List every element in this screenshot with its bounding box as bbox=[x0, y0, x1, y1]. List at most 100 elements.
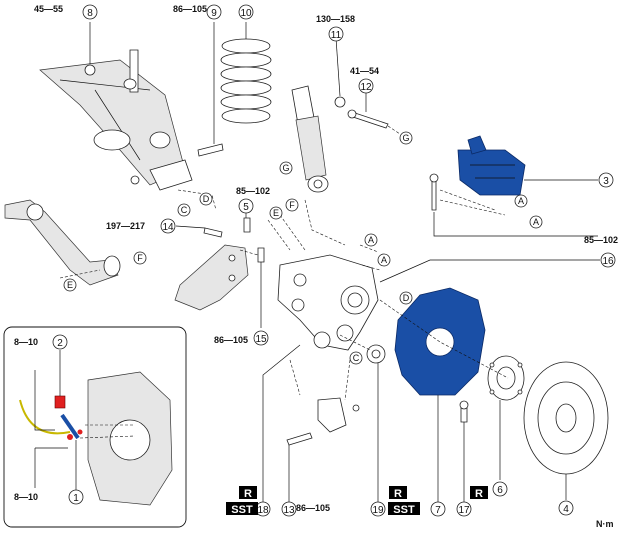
svg-text:7: 7 bbox=[435, 505, 441, 516]
callout-13: 13 bbox=[281, 501, 297, 517]
bolt-5 bbox=[243, 208, 251, 233]
svg-text:3: 3 bbox=[603, 176, 609, 187]
bolt-13 bbox=[286, 432, 313, 502]
svg-text:5: 5 bbox=[243, 202, 249, 213]
lower-arm bbox=[4, 199, 121, 286]
svg-text:18: 18 bbox=[257, 505, 269, 516]
svg-text:C: C bbox=[353, 353, 360, 363]
svg-text:A: A bbox=[518, 196, 524, 206]
assembly-dashed-lines bbox=[59, 189, 509, 401]
bolt-12 bbox=[347, 93, 401, 135]
torque-5: 85—102 bbox=[236, 186, 270, 196]
svg-text:E: E bbox=[273, 208, 279, 218]
svg-text:A: A bbox=[381, 255, 387, 265]
badge-r-17: R bbox=[470, 486, 488, 500]
torque-12: 41—54 bbox=[350, 66, 379, 76]
badge-sst-18: SST bbox=[226, 502, 258, 516]
callout-18: 18 bbox=[255, 501, 271, 517]
svg-text:6: 6 bbox=[497, 485, 503, 496]
svg-text:11: 11 bbox=[331, 30, 342, 41]
shock-absorber bbox=[291, 85, 329, 193]
callout-12: 12 bbox=[358, 78, 374, 94]
badge-r-18: R bbox=[239, 486, 257, 500]
nut-8 bbox=[84, 22, 96, 76]
ref-G-bolt: G bbox=[399, 131, 413, 145]
svg-text:R: R bbox=[244, 488, 252, 500]
svg-text:SST: SST bbox=[393, 504, 415, 516]
svg-text:D: D bbox=[403, 293, 410, 303]
callout-6: 6 bbox=[492, 481, 508, 497]
torque-unit: N·m bbox=[596, 519, 614, 529]
ref-F-mid: F bbox=[285, 198, 299, 212]
svg-text:10: 10 bbox=[240, 8, 252, 19]
nut-11 bbox=[334, 37, 346, 108]
svg-text:G: G bbox=[282, 163, 289, 173]
svg-text:E: E bbox=[67, 280, 73, 290]
svg-text:F: F bbox=[289, 200, 295, 210]
ref-G-shock: G bbox=[279, 161, 293, 175]
torque-9: 86—105 bbox=[173, 4, 207, 14]
callout-7: 7 bbox=[430, 501, 446, 517]
svg-text:19: 19 bbox=[372, 505, 384, 516]
ref-F-arm: F bbox=[133, 251, 147, 265]
torque-13: 86—105 bbox=[296, 503, 330, 513]
svg-text:1: 1 bbox=[73, 493, 79, 504]
callout-9: 9 bbox=[206, 4, 222, 20]
ref-D-knuckle: D bbox=[399, 291, 413, 305]
ref-A-lower: A bbox=[377, 253, 391, 267]
svg-text:C: C bbox=[181, 205, 188, 215]
callout-10: 10 bbox=[238, 4, 254, 20]
svg-text:12: 12 bbox=[360, 82, 372, 93]
torque-14: 197—217 bbox=[106, 221, 145, 231]
svg-text:13: 13 bbox=[283, 505, 295, 516]
svg-text:R: R bbox=[475, 488, 483, 500]
callout-19: 19 bbox=[370, 501, 386, 517]
ref-E-arm: E bbox=[63, 278, 77, 292]
lower-bracket bbox=[317, 397, 360, 433]
callout-15: 15 bbox=[253, 330, 269, 346]
callout-14: 14 bbox=[160, 218, 176, 234]
brake-disc-4 bbox=[523, 361, 609, 475]
upper-arm-assembly bbox=[39, 49, 193, 191]
torque-3: 85—102 bbox=[584, 235, 618, 245]
svg-text:17: 17 bbox=[458, 505, 470, 516]
inset-torque-bottom: 8—10 bbox=[14, 492, 38, 502]
svg-text:2: 2 bbox=[57, 338, 63, 349]
ref-C-top: C bbox=[177, 203, 191, 217]
inset-sensor-detail bbox=[3, 326, 187, 528]
svg-text:4: 4 bbox=[563, 504, 569, 515]
caliper-bolt bbox=[429, 173, 598, 237]
svg-text:14: 14 bbox=[162, 222, 174, 233]
badge-r-19: R bbox=[389, 486, 407, 500]
svg-text:15: 15 bbox=[255, 334, 267, 345]
dust-cover-7 bbox=[394, 287, 486, 396]
svg-text:G: G bbox=[402, 133, 409, 143]
svg-text:D: D bbox=[203, 194, 210, 204]
inset-torque-top: 8—10 bbox=[14, 337, 38, 347]
bolt-14 bbox=[175, 225, 223, 238]
ref-A-upper: A bbox=[364, 233, 378, 247]
ref-E-mid: E bbox=[269, 206, 283, 220]
svg-text:9: 9 bbox=[211, 8, 217, 19]
ref-A-caliper-1: A bbox=[514, 194, 528, 208]
callout-16: 16 bbox=[600, 252, 616, 268]
leader-lines bbox=[262, 259, 600, 502]
torque-15: 86—105 bbox=[214, 335, 248, 345]
callout-5: 5 bbox=[238, 198, 254, 214]
callout-17: 17 bbox=[456, 501, 472, 517]
callout-3: 3 bbox=[598, 172, 614, 188]
badge-sst-19: SST bbox=[388, 502, 420, 516]
callout-1: 1 bbox=[68, 489, 84, 505]
ref-C-knuckle: C bbox=[349, 351, 363, 365]
bolt-9 bbox=[197, 22, 224, 157]
knuckle bbox=[277, 254, 379, 351]
bolt-17 bbox=[459, 400, 469, 423]
bolt-15 bbox=[257, 247, 265, 328]
callout-8: 8 bbox=[82, 4, 98, 20]
callout-4: 4 bbox=[558, 500, 574, 516]
ref-D-top: D bbox=[199, 192, 213, 206]
svg-text:A: A bbox=[533, 217, 539, 227]
torque-11: 130—158 bbox=[316, 14, 355, 24]
